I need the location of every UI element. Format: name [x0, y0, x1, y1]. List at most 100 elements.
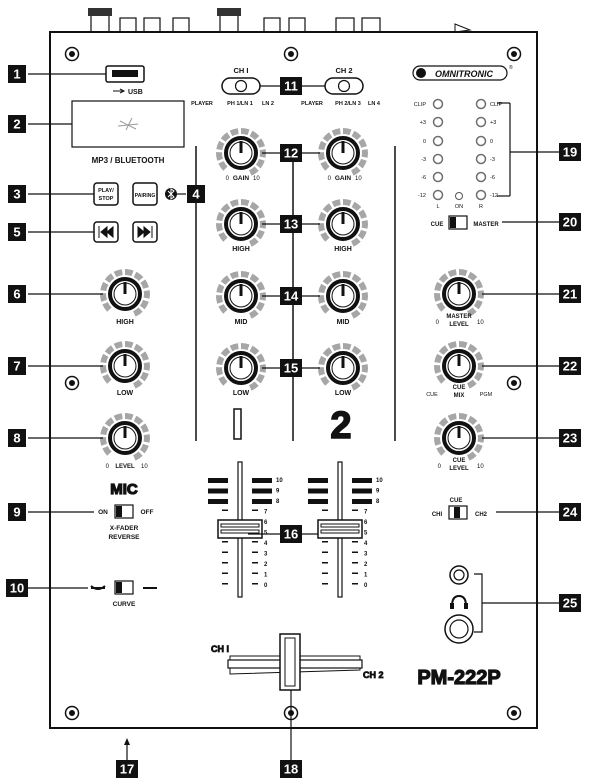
svg-text:19: 19 — [563, 145, 577, 160]
channel-1-number: 1 — [0, 0, 242, 440]
ch1-mid-knob[interactable] — [215, 270, 266, 319]
svg-text:20: 20 — [563, 215, 577, 230]
cue-mix-label-top: CUE — [453, 385, 466, 391]
vu-label-right: -12 — [490, 193, 498, 199]
fader-scale-label: 1 — [364, 573, 368, 579]
vu-bottom-r: R — [479, 204, 483, 210]
ch2-select-center: PH 2/LN 3 — [335, 101, 361, 107]
ch1-gain-max: 10 — [253, 176, 260, 182]
svg-text:10: 10 — [10, 581, 24, 596]
cue-select-left: CHI — [432, 512, 443, 518]
crossfader[interactable]: CH I CH 2 — [211, 633, 384, 691]
mp3-high-knob[interactable] — [99, 268, 150, 317]
fader-scale-label: 4 — [364, 541, 368, 547]
master-label: MASTER — [446, 314, 472, 320]
mp3-low-knob[interactable] — [99, 340, 150, 389]
vu-label-left: -6 — [421, 175, 426, 181]
svg-text:9: 9 — [13, 505, 20, 520]
fader-scale-label: 10 — [376, 478, 383, 484]
fader-scale-label: 3 — [364, 552, 368, 558]
callout-2: 2 — [8, 115, 26, 133]
vu-label-right: 0 — [490, 139, 493, 145]
cue-level-max: 10 — [477, 464, 484, 470]
cue-mix-right-label: PGM — [480, 392, 493, 398]
xfader-off-label: OFF — [141, 509, 154, 516]
callout-23: 23 — [559, 429, 581, 447]
fader-scale-label: 4 — [264, 541, 268, 547]
svg-text:11: 11 — [284, 79, 298, 94]
cue-level-knob[interactable] — [433, 412, 484, 461]
mic-level-knob[interactable] — [99, 412, 150, 461]
vu-led-left — [432, 135, 444, 147]
vu-bottom-l: L — [436, 204, 439, 210]
fader-scale-label: 2 — [364, 562, 368, 568]
callout-18: 18 — [280, 760, 302, 778]
fader-scale-label: 9 — [276, 489, 280, 495]
callout-4: 4 — [187, 185, 205, 203]
vu-label-right: -3 — [490, 157, 495, 163]
ch1-select-left: PLAYER — [191, 101, 213, 107]
ch1-high-label: HIGH — [232, 246, 250, 253]
svg-text:18: 18 — [284, 762, 298, 777]
mp3-low-label: LOW — [117, 390, 134, 397]
cue-mix-knob[interactable] — [433, 340, 484, 389]
mp3-high-label: HIGH — [116, 319, 134, 326]
ch1-input-selector[interactable]: CH I PLAYER PH 1/LN 1 LN 2 — [191, 66, 274, 107]
usb-icon — [113, 88, 126, 94]
cue-master-left: CUE — [431, 222, 444, 228]
ch2-input-selector[interactable]: CH 2 PLAYER PH 2/LN 3 LN 4 — [301, 66, 381, 107]
ch2-fader-cap[interactable] — [317, 519, 363, 539]
play-label: PLAY/ — [98, 188, 114, 194]
svg-text:1: 1 — [0, 0, 1, 1]
vu-led-right — [475, 153, 487, 165]
cue-select-right: CH2 — [475, 512, 488, 518]
callout-13: 13 — [280, 215, 302, 233]
svg-text:®: ® — [509, 64, 513, 71]
ch2-mid-knob[interactable] — [317, 270, 368, 319]
callout-9: 9 — [8, 503, 26, 521]
ch2-high-knob[interactable] — [317, 198, 368, 247]
ch2-gain-knob[interactable] — [317, 127, 368, 176]
ch2-select-title: CH 2 — [335, 66, 352, 75]
vu-led-left — [432, 116, 444, 128]
vu-led-left — [432, 153, 444, 165]
svg-text:14: 14 — [284, 289, 299, 304]
svg-text:25: 25 — [563, 596, 577, 611]
svg-text:15: 15 — [284, 361, 298, 376]
fader-scale-label: 3 — [264, 552, 268, 558]
fader-scale-label: 6 — [264, 520, 268, 526]
usb-label: USB — [128, 89, 143, 96]
svg-text:8: 8 — [13, 431, 20, 446]
callout-24: 24 — [559, 503, 581, 521]
ch1-high-knob[interactable] — [215, 198, 266, 247]
crossfader-left-label: CH I — [211, 644, 229, 654]
master-level-knob[interactable] — [433, 268, 484, 317]
vu-label-right: +3 — [490, 120, 496, 126]
fader-scale-label: 0 — [264, 583, 268, 589]
callout-22: 22 — [559, 357, 581, 375]
ch1-fader-cap[interactable] — [217, 519, 263, 539]
fader-scale-label: 7 — [264, 510, 268, 516]
ch1-gain-knob[interactable] — [215, 127, 266, 176]
callout-10: 10 — [6, 579, 28, 597]
fader-scale-label: 9 — [376, 489, 380, 495]
channel-faders: 109876543210109876543210 — [208, 461, 383, 598]
ch2-low-label: LOW — [335, 390, 352, 397]
mic-level-label: LEVEL — [115, 464, 135, 470]
ch1-select-right: LN 2 — [262, 101, 274, 107]
vu-label-left: -12 — [418, 193, 426, 199]
callout-3: 3 — [8, 185, 26, 203]
svg-text:2: 2 — [330, 405, 351, 447]
ch2-low-knob[interactable] — [317, 342, 368, 391]
mic-level-max: 10 — [141, 464, 148, 470]
fader-scale-label: 1 — [264, 573, 268, 579]
ch2-gain-max: 10 — [355, 176, 362, 182]
ch1-select-title: CH I — [234, 66, 249, 75]
pairing-button[interactable] — [132, 182, 158, 206]
fader-scale-label: 2 — [264, 562, 268, 568]
cue-mix-label-bottom: MIX — [454, 393, 465, 399]
